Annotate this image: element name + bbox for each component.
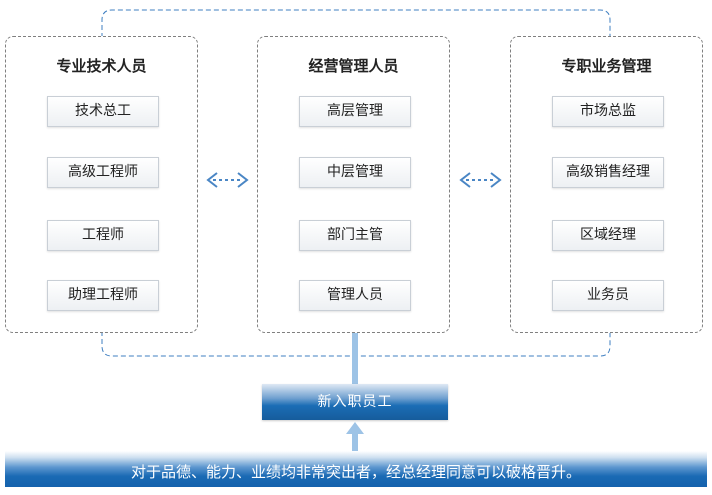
top-dashed-link	[101, 9, 611, 38]
column-title: 专业技术人员	[56, 57, 147, 75]
column-business: 专职业务管理 市场总监 高级销售经理 区域经理 业务员	[510, 36, 703, 333]
level-node: 工程师	[47, 220, 159, 251]
level-node: 中层管理	[299, 157, 411, 188]
level-node: 助理工程师	[47, 280, 159, 311]
level-node: 技术总工	[47, 96, 159, 127]
column-title: 经营管理人员	[308, 57, 399, 75]
column-title: 专职业务管理	[561, 57, 652, 75]
column-management: 经营管理人员 高层管理 中层管理 部门主管 管理人员	[257, 36, 450, 333]
exchange-arrow-right	[459, 172, 502, 188]
footer-up-arrow	[346, 422, 364, 452]
level-node: 高级销售经理	[552, 157, 664, 188]
level-node: 高级工程师	[47, 157, 159, 188]
level-node: 区域经理	[552, 220, 664, 251]
footer-note-banner: 对于品德、能力、业绩均非常突出者，经总经理同意可以破格晋升。	[5, 451, 707, 487]
level-node: 高层管理	[299, 96, 411, 127]
exchange-arrow-left	[206, 172, 249, 188]
column-technical: 专业技术人员 技术总工 高级工程师 工程师 助理工程师	[5, 36, 198, 333]
level-node: 部门主管	[299, 220, 411, 251]
level-node: 市场总监	[552, 96, 664, 127]
level-node: 业务员	[552, 280, 664, 311]
new-hire-box: 新入职员工	[262, 384, 448, 420]
level-node: 管理人员	[299, 280, 411, 311]
